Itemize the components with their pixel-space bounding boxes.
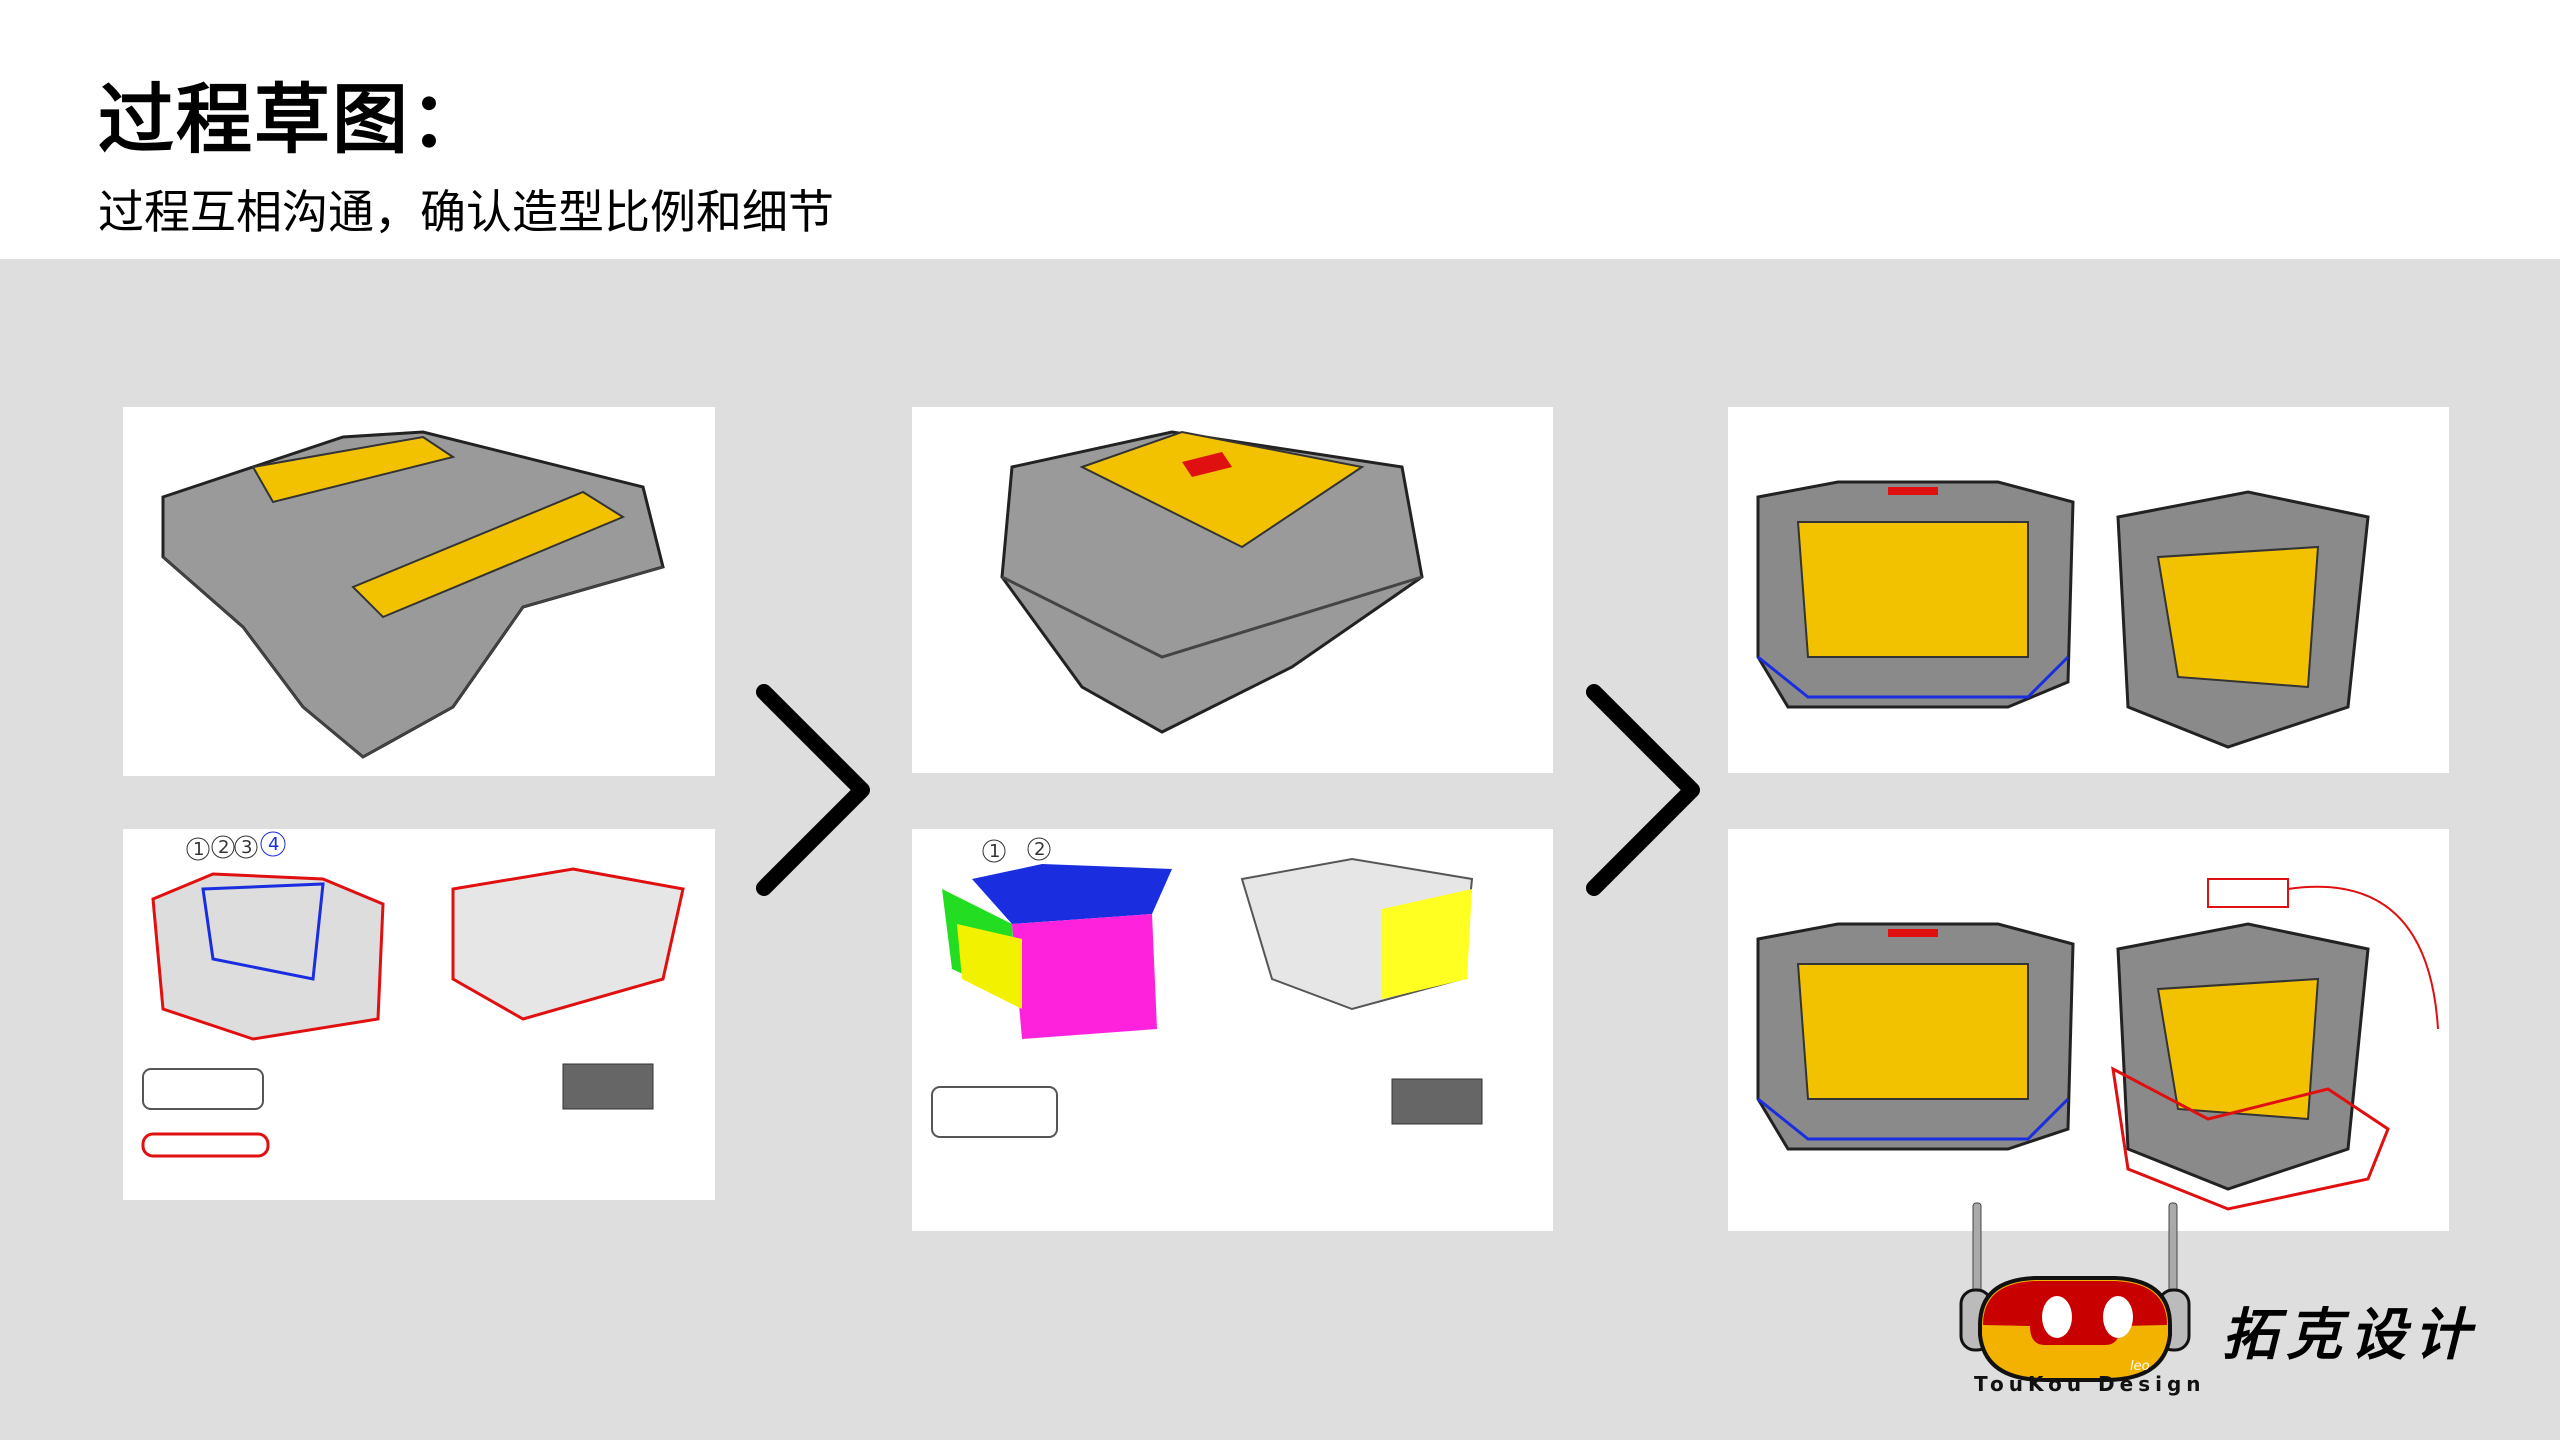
chevron-right-icon (1586, 684, 1700, 896)
stage2-color-block-reference: 1 2 (912, 829, 1553, 1231)
stage3-refined-markup (1728, 829, 2449, 1231)
annotation-number: 2 (218, 837, 229, 858)
annotation-number: 1 (989, 841, 1000, 862)
annotation-number: 3 (241, 837, 252, 858)
page-title: 过程草图： (98, 75, 488, 164)
header: 过程草图： 过程互相沟通，确认造型比例和细节 (0, 0, 2560, 259)
annotation-number: 4 (268, 834, 279, 855)
stage3-refined-sketch (1728, 407, 2449, 773)
annotation-number: 2 (1034, 839, 1045, 860)
toukou-logo: leo (1959, 1202, 2191, 1382)
page-subtitle: 过程互相沟通，确认造型比例和细节 (98, 185, 834, 239)
stage1-concept-sketch (123, 407, 715, 776)
stage2-concept-sketch (912, 407, 1553, 773)
logo-text: leo (2130, 1359, 2150, 1374)
brand-name-cn: 拓克设计 (2222, 1303, 2478, 1368)
chevron-right-icon (756, 684, 870, 896)
annotation-number: 1 (193, 839, 204, 860)
stage1-markup-reference: 1 2 3 4 (123, 829, 715, 1200)
brand-name-en: TouKou Design (1974, 1372, 2206, 1396)
